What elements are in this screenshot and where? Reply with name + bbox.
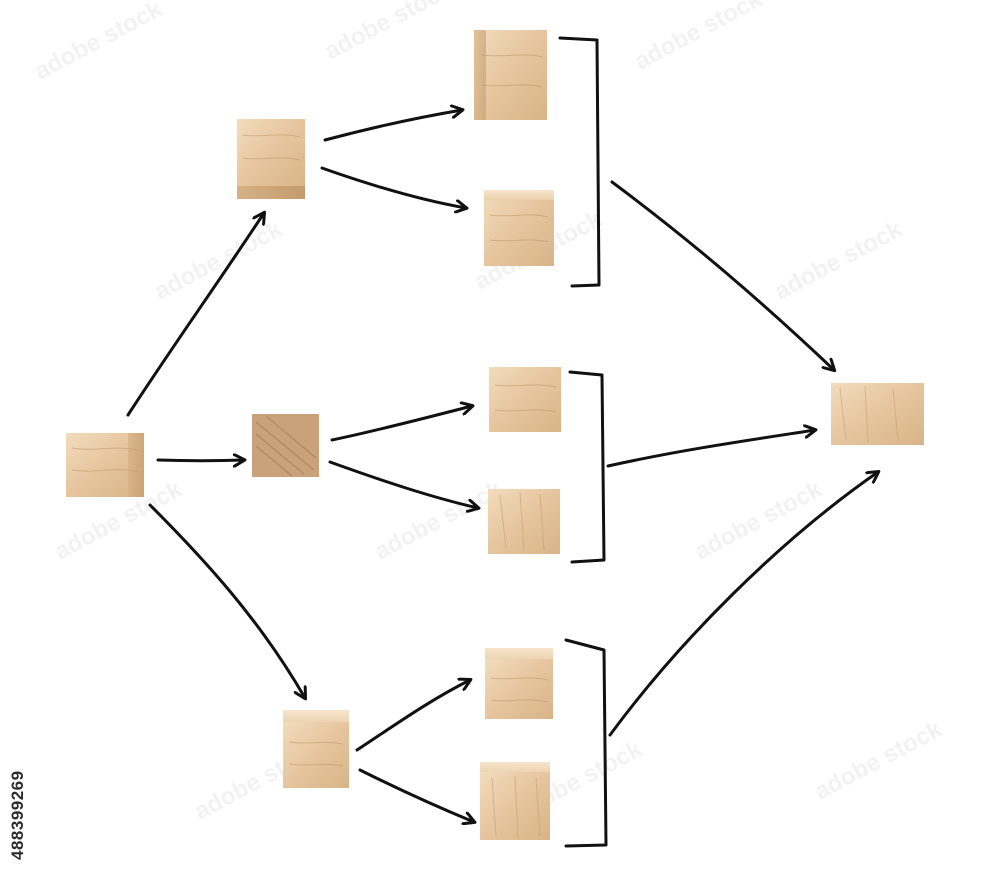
arrow-root-to-top [126,213,264,417]
svg-text:adobe stock: adobe stock [30,0,167,85]
svg-text:adobe stock: adobe stock [150,215,287,305]
svg-text:adobe stock: adobe stock [630,0,767,75]
stock-id-watermark: 488399269 [8,770,27,860]
arrow-top-group-to-final [610,180,834,370]
wooden-block-top [237,119,305,199]
arrow-middle-group-to-final [606,430,815,468]
wooden-block-d [488,489,560,554]
arrow-top-to-a [323,110,462,142]
wooden-block-middle [252,414,319,477]
svg-text:adobe stock: adobe stock [770,215,907,305]
wooden-block-f [480,762,550,840]
arrow-top-to-b [320,166,466,208]
wooden-block-b [484,190,554,266]
arrow-middle-to-c [330,406,472,442]
wooden-block-root [66,433,144,497]
arrow-middle-to-d [328,460,478,508]
arrow-bottom-group-to-final [608,472,878,737]
arrow-bottom-to-f [358,768,474,822]
arrow-root-to-middle [156,460,244,461]
wooden-block-a [474,30,547,120]
wooden-block-e [485,648,553,719]
svg-text:adobe stock: adobe stock [370,475,507,565]
svg-text:adobe stock: adobe stock [810,715,947,805]
wooden-block-c [489,367,561,432]
arrow-root-to-bottom [148,503,305,698]
wooden-block-bottom [283,710,349,788]
bracket-middle-group [568,370,606,564]
wooden-block-final [831,383,924,445]
svg-text:adobe stock: adobe stock [690,475,827,565]
svg-text:adobe stock: adobe stock [320,0,457,65]
bracket-bottom-group [564,638,608,848]
arrow-bottom-to-e [355,680,470,752]
bracket-top-group [558,36,601,288]
